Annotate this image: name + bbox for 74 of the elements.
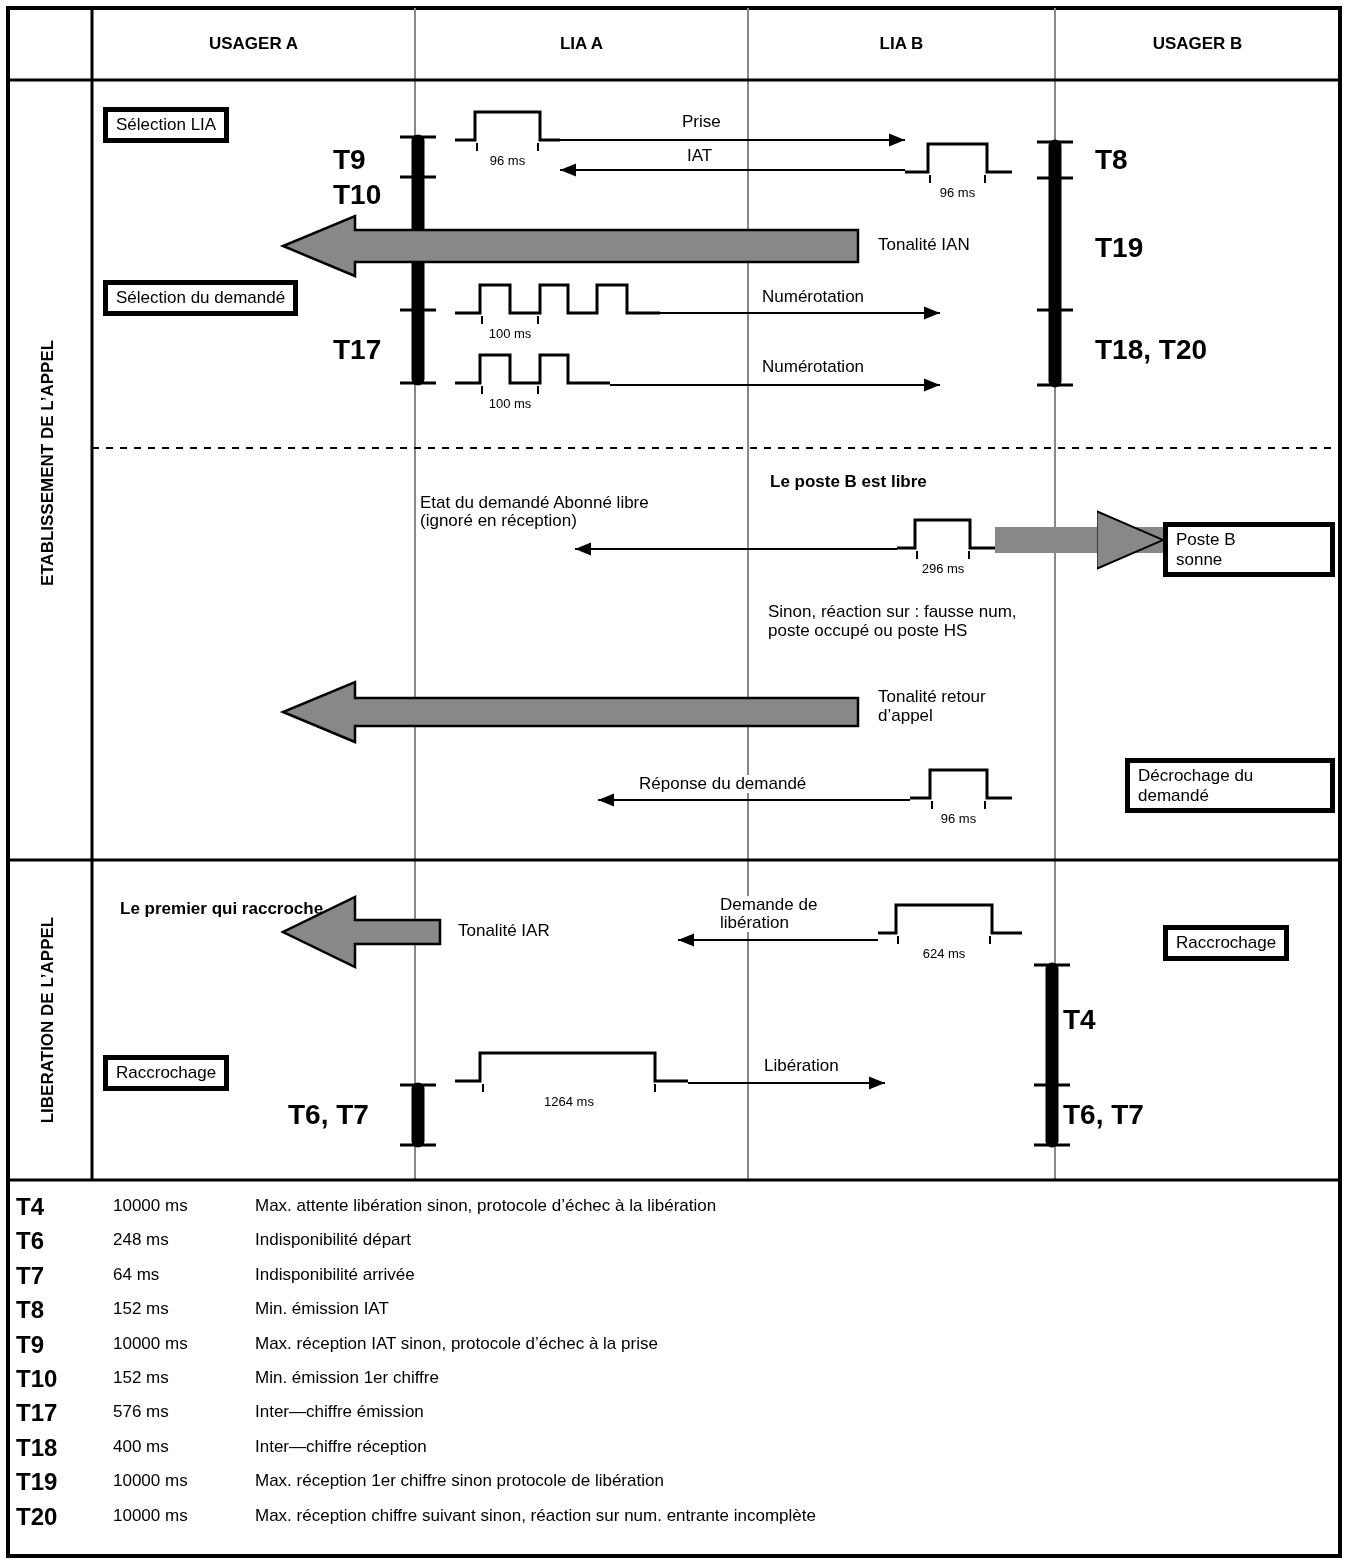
arrow bbox=[609, 378, 941, 392]
step-box: Sélection LIA bbox=[103, 107, 230, 143]
timer-code: T4 bbox=[16, 1194, 44, 1221]
table-text: Max. réception 1er chiffre sinon protocole de libération bbox=[255, 1472, 664, 1491]
timer-label: T17 bbox=[333, 335, 382, 366]
row-header: ETABLISSEMENT DE L’APPEL bbox=[38, 339, 58, 587]
table-text: 10000 ms bbox=[113, 1197, 188, 1216]
timer-label: T6, T7 bbox=[288, 1100, 369, 1131]
table-text: 10000 ms bbox=[113, 1472, 188, 1491]
column-header: LIA B bbox=[878, 35, 925, 54]
table-text: Max. réception IAT sinon, protocole d’échec à la prise bbox=[255, 1334, 658, 1354]
duration-label: 96 ms bbox=[488, 153, 527, 168]
table-text: 10000 ms bbox=[113, 1506, 188, 1526]
timer-code: T6 bbox=[16, 1228, 44, 1255]
duration-label: 624 ms bbox=[921, 946, 967, 961]
timer-code: T19 bbox=[16, 1469, 58, 1496]
duration-label: 296 ms bbox=[920, 561, 966, 576]
table-text: Inter—chiffre émission bbox=[255, 1403, 424, 1423]
timer-label: T4 bbox=[1063, 1005, 1096, 1036]
table-text: Inter—chiffre réception bbox=[255, 1437, 427, 1457]
timer-label: T10 bbox=[333, 180, 382, 211]
table-text: 152 ms bbox=[113, 1369, 169, 1388]
block-arrow bbox=[995, 510, 1164, 570]
column-header: LIA A bbox=[558, 35, 605, 54]
edge-label: Réponse du demandé bbox=[637, 775, 809, 793]
note-text: Tonalité IAN bbox=[878, 236, 970, 255]
step-box: Décrochage du demandé bbox=[1125, 758, 1335, 814]
timer-code: T9 bbox=[16, 1331, 44, 1358]
timer-label: T6, T7 bbox=[1063, 1100, 1144, 1131]
table-text: Min. émission 1er chiffre bbox=[255, 1369, 439, 1388]
timer-code: T8 bbox=[16, 1297, 44, 1324]
arrow bbox=[574, 542, 898, 556]
table-text: 576 ms bbox=[113, 1403, 169, 1423]
table-text: 10000 ms bbox=[113, 1334, 188, 1354]
arrow bbox=[659, 306, 941, 320]
table-text: 400 ms bbox=[113, 1437, 169, 1457]
timer-label: T19 bbox=[1095, 233, 1144, 264]
duration-label: 96 ms bbox=[938, 185, 977, 200]
arrow bbox=[559, 163, 906, 177]
table-text: 248 ms bbox=[113, 1231, 169, 1251]
timer-code: T20 bbox=[16, 1503, 58, 1530]
timer-code: T17 bbox=[16, 1400, 58, 1427]
duration-label: 1264 ms bbox=[543, 1094, 595, 1109]
timer-label: T8 bbox=[1095, 145, 1128, 176]
step-box: Poste B sonne bbox=[1163, 522, 1335, 578]
timer-code: T18 bbox=[16, 1434, 58, 1462]
note-text: Le premier qui raccroche bbox=[120, 900, 324, 919]
duration-label: 100 ms bbox=[487, 326, 533, 341]
arrow bbox=[597, 793, 911, 807]
arrow bbox=[687, 1076, 886, 1090]
table-text: Max. réception chiffre suivant sinon, réaction sur num. entrante incomplète bbox=[255, 1506, 816, 1526]
arrow bbox=[559, 133, 906, 147]
table-text: Max. attente libération sinon, protocole d’échec à la libération bbox=[255, 1197, 717, 1216]
column-header: USAGER B bbox=[1151, 35, 1244, 54]
duration-label: 100 ms bbox=[487, 396, 533, 411]
step-box: Sélection du demandé bbox=[103, 280, 299, 316]
step-box: Raccrochage bbox=[1163, 925, 1290, 961]
table-text: 152 ms bbox=[113, 1300, 169, 1319]
step-box: Raccrochage bbox=[103, 1055, 230, 1091]
table-text: Indisponibilité départ bbox=[255, 1231, 411, 1251]
timer-code: T10 bbox=[16, 1366, 58, 1393]
note-text: Sinon, réaction sur : fausse num, poste occupé ou poste HS bbox=[768, 603, 1018, 641]
duration-label: 96 ms bbox=[939, 811, 978, 826]
timer-code: T7 bbox=[16, 1262, 44, 1290]
arrow bbox=[677, 933, 879, 947]
note-text: Tonalité IAR bbox=[458, 922, 550, 941]
row-header: LIBERATION DE L’APPEL bbox=[38, 916, 58, 1124]
column-header: USAGER A bbox=[207, 35, 300, 54]
timer-label: T18, T20 bbox=[1095, 335, 1208, 366]
table-text: Indisponibilité arrivée bbox=[255, 1265, 415, 1285]
table-text: 64 ms bbox=[113, 1265, 160, 1285]
timer-label: T9 bbox=[333, 145, 366, 176]
note-text: Tonalité retour d’appel bbox=[878, 688, 987, 726]
table-text: Min. émission IAT bbox=[255, 1300, 389, 1319]
